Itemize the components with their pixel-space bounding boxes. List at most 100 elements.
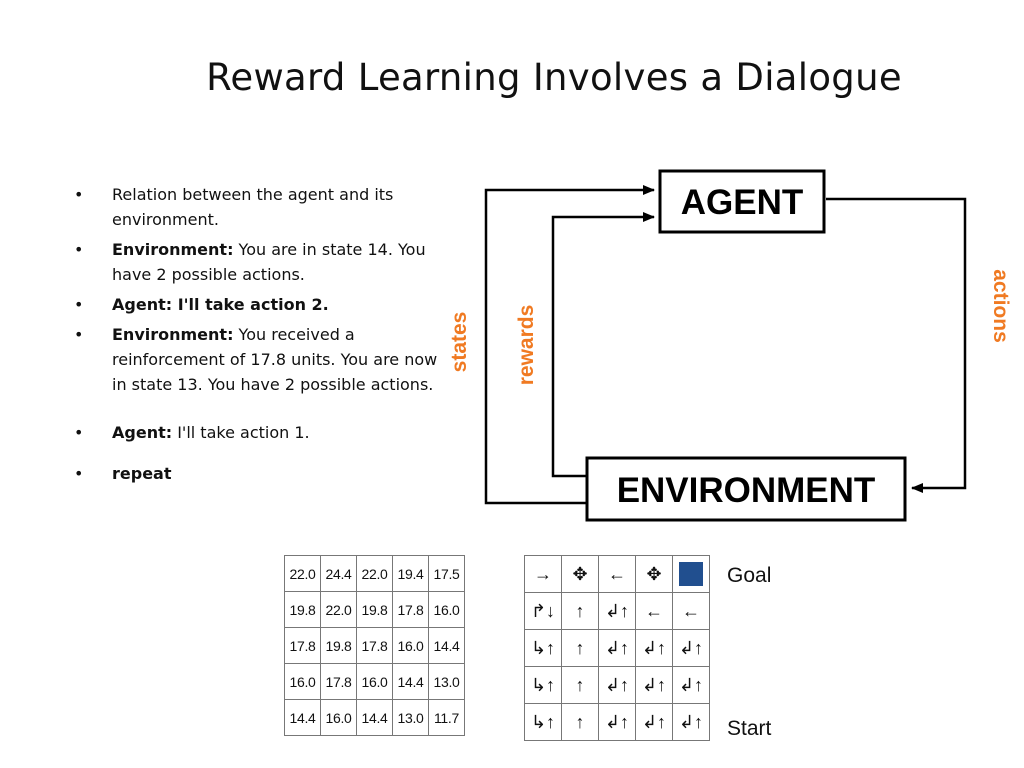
policy-arrow-icon: ↑ (575, 712, 585, 732)
policy-arrow-icon: ↳↑ (530, 712, 556, 732)
bullet-item: • Relation between the agent and its env… (74, 182, 446, 232)
policy-arrow-cell: ↑ (561, 666, 599, 704)
value-cell: 14.4 (428, 627, 465, 664)
value-cell: 16.0 (392, 627, 429, 664)
policy-arrow-cell: ← (598, 555, 636, 593)
policy-arrow-icon: ↲↑ (641, 638, 667, 658)
policy-arrow-cell: ↳↑ (524, 629, 562, 667)
bullet-bold: Environment: (112, 240, 234, 259)
rewards-arrow (551, 212, 655, 478)
bullet-dot: • (74, 240, 84, 259)
policy-arrow-cell: ← (672, 592, 710, 630)
value-cell: 22.0 (284, 555, 321, 592)
policy-arrow-cell: ↲↑ (598, 703, 636, 741)
bullet-item: • Agent: I'll take action 1. (74, 420, 446, 445)
bullet-item: • Agent: I'll take action 2. (74, 292, 446, 317)
value-cell: 16.0 (428, 591, 465, 628)
policy-arrow-cell: ↱↓ (524, 592, 562, 630)
policy-arrow-cell: → (524, 555, 562, 593)
bullet-dot: • (74, 295, 84, 314)
actions-label: actions (989, 269, 1012, 343)
value-cell: 14.4 (392, 663, 429, 700)
policy-arrow-cell: ↲↑ (598, 629, 636, 667)
policy-arrow-icon: ↑ (575, 601, 585, 621)
value-cell: 13.0 (392, 699, 429, 736)
policy-arrow-icon: ✥ (572, 564, 588, 584)
bullet-item: • Environment: You are in state 14. You … (74, 237, 446, 287)
policy-arrow-cell: ↲↑ (598, 592, 636, 630)
policy-arrow-cell: ↲↑ (598, 666, 636, 704)
policy-arrow-cell: ↲↑ (672, 629, 710, 667)
rewards-label: rewards (515, 305, 538, 386)
value-cell: 16.0 (320, 699, 357, 736)
policy-arrow-cell: ✥ (635, 555, 673, 593)
environment-label: ENVIRONMENT (617, 471, 876, 510)
policy-arrow-icon: ↑ (575, 638, 585, 658)
agent-box (658, 169, 826, 234)
policy-arrow-cell: ↳↑ (524, 666, 562, 704)
value-cell: 17.8 (356, 627, 393, 664)
states-arrow (484, 185, 655, 505)
policy-arrow-icon: ↲↑ (641, 675, 667, 695)
policy-arrow-icon: ↲↑ (678, 712, 704, 732)
bullet-item: • repeat (74, 461, 446, 486)
policy-arrow-icon: → (534, 564, 552, 584)
policy-arrow-cell: ↲↑ (635, 666, 673, 704)
value-cell: 14.4 (284, 699, 321, 736)
value-cell: 22.0 (320, 591, 357, 628)
policy-arrow-cell: ↲↑ (672, 666, 710, 704)
policy-arrow-icon: ↲↑ (604, 675, 630, 695)
value-cell: 17.5 (428, 555, 465, 592)
policy-arrow-icon: ← (608, 564, 626, 584)
environment-box (585, 456, 907, 522)
bullet-text: I'll take action 1. (172, 423, 310, 442)
policy-arrow-icon: ✥ (646, 564, 662, 584)
actions-arrow (826, 197, 967, 493)
policy-arrow-cell: ↑ (561, 592, 599, 630)
value-cell: 19.8 (356, 591, 393, 628)
policy-arrow-icon: ↑ (575, 675, 585, 695)
policy-grid-row: → ✥ ← ✥ (524, 555, 710, 593)
value-cell: 11.7 (428, 699, 465, 736)
policy-arrow-icon: ↳↑ (530, 638, 556, 658)
bullet-text: You received a reinforcement of 17.8 uni… (112, 325, 438, 394)
policy-arrow-cell: ✥ (561, 555, 599, 593)
policy-arrow-icon: ↲↑ (604, 712, 630, 732)
policy-arrow-icon: ↲↑ (678, 638, 704, 658)
policy-arrow-icon: ↲↑ (604, 638, 630, 658)
policy-arrow-cell: ← (635, 592, 673, 630)
slide-title: Reward Learning Involves a Dialogue (206, 56, 902, 99)
policy-arrow-cell: ↑ (561, 703, 599, 741)
value-cell: 22.0 (356, 555, 393, 592)
bullet-dot: • (74, 185, 84, 204)
bullet-list: • Relation between the agent and its env… (74, 182, 446, 491)
policy-arrow-icon: ← (682, 601, 700, 621)
policy-arrow-cell: ↳↑ (524, 703, 562, 741)
bullet-bold: Agent: I'll take action 2. (112, 295, 329, 314)
bullet-text: Relation between the agent and its envir… (112, 185, 394, 229)
policy-arrow-cell: ↑ (561, 629, 599, 667)
policy-arrow-cell: ↲↑ (672, 703, 710, 741)
value-cell: 19.4 (392, 555, 429, 592)
policy-grid-row: ↳↑↑↲↑↲↑↲↑ (524, 703, 710, 741)
bullet-dot: • (74, 464, 84, 483)
policy-arrow-cell: ↲↑ (635, 629, 673, 667)
policy-arrow-cell: ↲↑ (635, 703, 673, 741)
policy-grid: →✥←✥↱↓↑↲↑←←↳↑↑↲↑↲↑↲↑↳↑↑↲↑↲↑↲↑↳↑↑↲↑↲↑↲↑ (524, 555, 710, 741)
bullet-bold: repeat (112, 464, 172, 483)
value-cell: 16.0 (284, 663, 321, 700)
goal-cell (672, 555, 710, 593)
policy-grid-row: ↳↑ ↑ ↲↑ ↲↑ ↲↑ (524, 629, 710, 667)
bullet-dot: • (74, 325, 84, 344)
value-cell: 13.0 (428, 663, 465, 700)
value-cell: 24.4 (320, 555, 357, 592)
start-label: Start (727, 717, 772, 740)
bullet-dot: • (74, 423, 84, 442)
